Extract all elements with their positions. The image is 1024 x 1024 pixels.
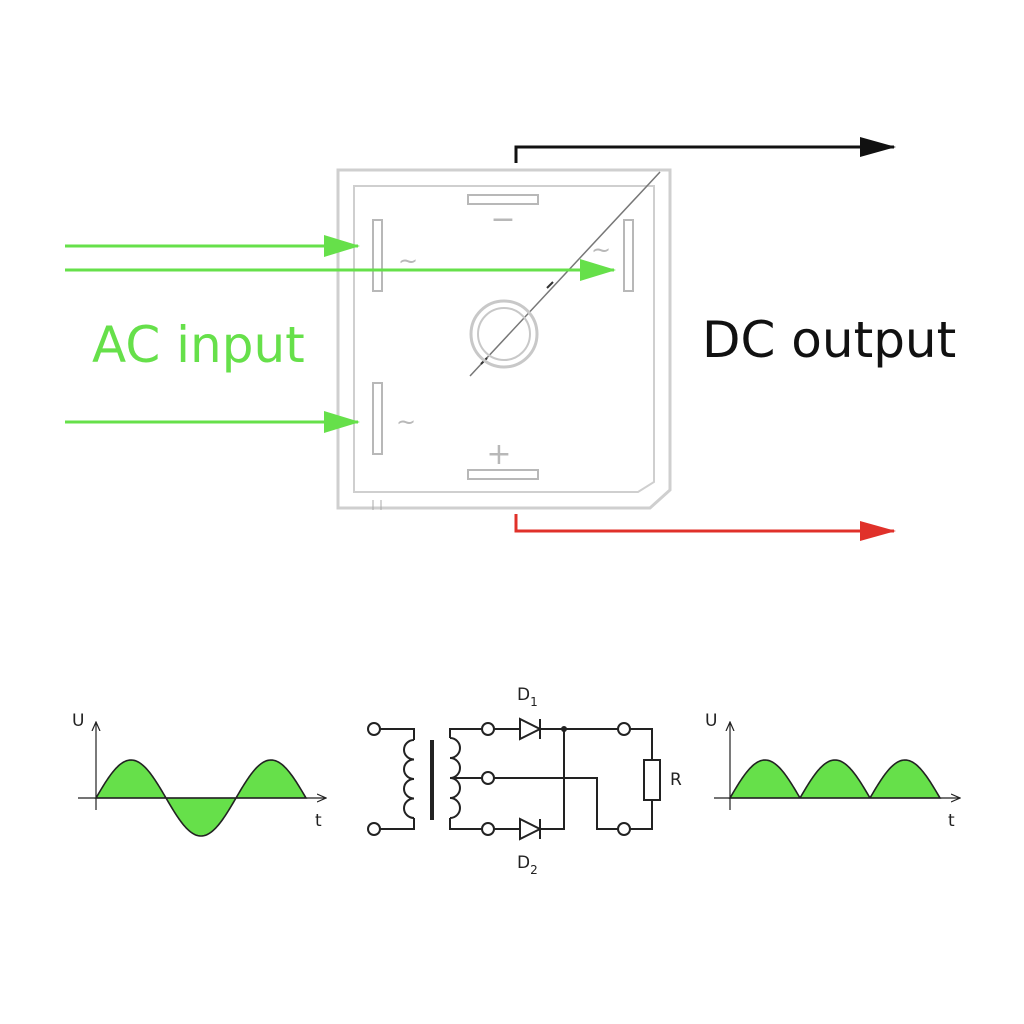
mounting-hole-inner — [477, 307, 531, 361]
dc-output-label: DC output — [702, 311, 956, 369]
d2-subscript: 2 — [530, 863, 538, 877]
secondary-terminal-top — [481, 722, 495, 736]
input-waveform: U t — [72, 711, 326, 837]
resistor-r — [643, 759, 661, 801]
primary-terminal-bottom — [367, 822, 381, 836]
dc-output-arrows — [514, 137, 896, 541]
bridge-inner-body — [353, 185, 655, 493]
mounting-hole-outer — [469, 299, 539, 369]
d1-subscript: 1 — [530, 695, 538, 709]
d1-label: D1 — [517, 685, 538, 709]
output-terminal-top — [617, 722, 631, 736]
dc-arrow-positive — [514, 514, 896, 541]
secondary-lead-bottom — [449, 818, 482, 830]
ac-input-label: AC input — [92, 316, 305, 374]
rectified-wave — [728, 759, 942, 799]
load-wire-bottom — [630, 800, 653, 830]
primary-lead-top — [380, 728, 415, 740]
secondary-terminal-bottom — [481, 822, 495, 836]
bridge-diagonal-tick — [546, 281, 554, 289]
primary-lead-bottom — [380, 818, 415, 830]
secondary-lead-top — [449, 728, 482, 738]
primary-coil — [403, 739, 415, 819]
secondary-terminal-center — [481, 771, 495, 785]
diode-d1 — [519, 717, 543, 741]
primary-terminal-top — [367, 722, 381, 736]
load-wire-top — [630, 728, 653, 760]
output-u-label: U — [705, 711, 717, 731]
center-tap-wire — [494, 777, 618, 830]
ac-mark-left-bottom: ~ — [396, 408, 416, 436]
pin-ac-right — [623, 219, 634, 292]
ac-mark-right: ~ — [591, 236, 611, 264]
bridge-rectifier: − + ~ ~ ~ — [336, 168, 672, 510]
ac-input-arrows — [65, 235, 616, 433]
negative-mark: − — [490, 202, 515, 237]
bridge-diagonal — [469, 171, 661, 377]
pin-ac-left-bottom — [372, 382, 383, 455]
resistor-label: R — [670, 770, 682, 790]
output-waveform: U t — [705, 711, 960, 831]
positive-mark: + — [486, 437, 511, 472]
pin-positive — [467, 469, 539, 480]
input-u-label: U — [72, 711, 84, 731]
ac-mark-left-top: ~ — [398, 247, 418, 275]
dc-arrow-negative — [514, 137, 896, 163]
rectifier-circuit: D1 D2 R — [367, 685, 682, 877]
bridge-outer-body — [336, 168, 672, 510]
diode-d2 — [519, 817, 543, 841]
output-terminal-bottom — [617, 822, 631, 836]
input-t-label: t — [315, 811, 322, 831]
d2-wire-out — [540, 729, 565, 830]
pin-negative — [467, 194, 539, 205]
output-t-label: t — [948, 811, 955, 831]
pin-ac-left-top — [372, 219, 383, 292]
d2-label: D2 — [517, 853, 538, 877]
